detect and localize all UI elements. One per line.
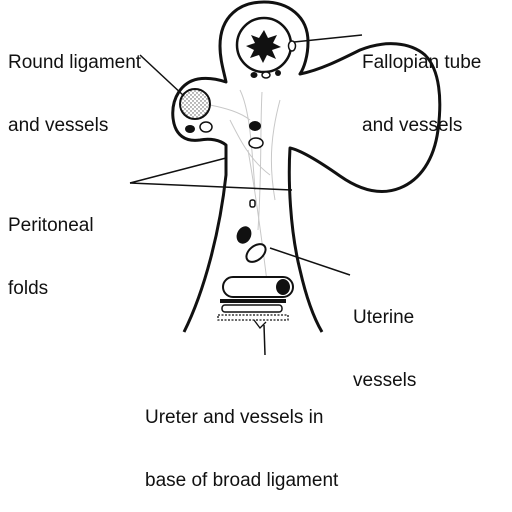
fallopian-tube-label-line2: and vessels bbox=[362, 115, 481, 136]
fallopian-tube-label: Fallopian tube and vessels bbox=[362, 10, 481, 157]
round-ligament-vessel-light bbox=[200, 122, 212, 132]
ureter-label-line1: Ureter and vessels in bbox=[145, 407, 338, 428]
base-vessel-bar bbox=[220, 299, 286, 303]
fallopian-vessel-light bbox=[262, 72, 270, 78]
stem-vessel-dark bbox=[249, 121, 261, 131]
leader-round-ligament bbox=[140, 55, 184, 96]
peritoneal-folds-label-line1: Peritoneal bbox=[8, 215, 94, 236]
round-ligament-label: Round ligament and vessels bbox=[8, 10, 141, 157]
uterine-vessels-label: Uterine vessels bbox=[353, 265, 416, 412]
round-ligament-vessel-dark bbox=[185, 125, 195, 133]
ureter-label-line2: base of broad ligament bbox=[145, 470, 338, 491]
fallopian-vessel-dark-2 bbox=[275, 70, 281, 76]
peritoneal-folds-label-line2: folds bbox=[8, 278, 94, 299]
peritoneal-folds-label: Peritoneal folds bbox=[8, 173, 94, 320]
ureter-label: Ureter and vessels in base of broad liga… bbox=[145, 365, 338, 512]
stem-small-vessel bbox=[250, 200, 255, 207]
leader-ureter bbox=[264, 325, 265, 355]
round-ligament-label-line1: Round ligament bbox=[8, 52, 141, 73]
uterine-vessels-label-line1: Uterine bbox=[353, 307, 416, 328]
base-vessel-tube bbox=[222, 305, 282, 312]
round-ligament-label-line2: and vessels bbox=[8, 115, 141, 136]
uterine-vessels-label-line2: vessels bbox=[353, 370, 416, 391]
leader-peritoneal-1 bbox=[130, 158, 226, 183]
fallopian-tube-label-line1: Fallopian tube bbox=[362, 52, 481, 73]
base-vessel-hatched bbox=[218, 315, 288, 320]
fallopian-vessel-dark-1 bbox=[251, 72, 258, 78]
stem-vessel-light bbox=[249, 138, 263, 148]
round-ligament bbox=[180, 89, 210, 119]
ureter-tube-end bbox=[276, 279, 290, 295]
